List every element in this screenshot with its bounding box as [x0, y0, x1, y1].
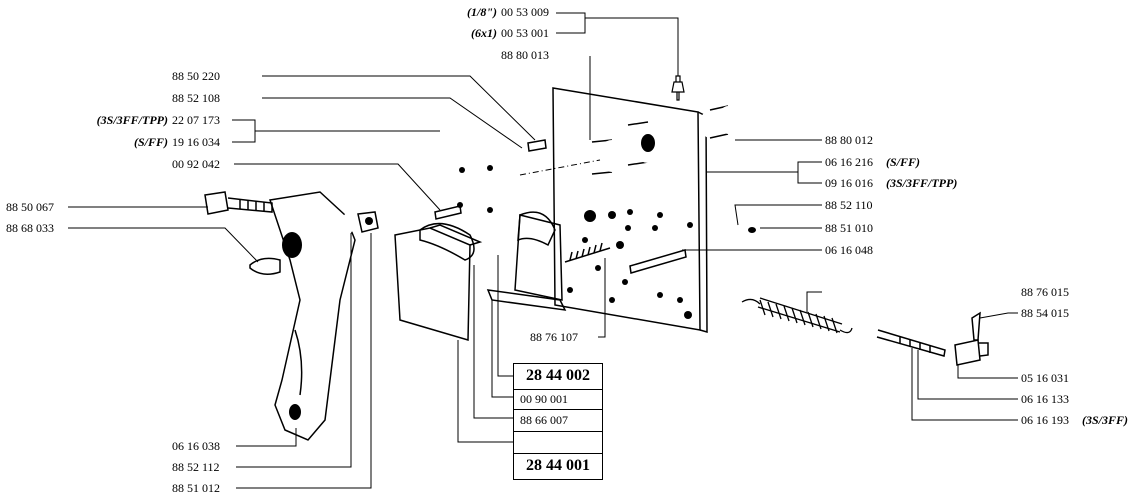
- box-divider: [514, 431, 602, 432]
- return-spring: [741, 297, 853, 334]
- label-qualifier-6x1: (6x1): [471, 26, 497, 40]
- label-06-16-133: 06 16 133: [1021, 392, 1069, 406]
- kit-number-bottom: 28 44 001: [526, 457, 590, 474]
- label-88-80-013: 88 80 013: [501, 48, 549, 62]
- axis-line: [519, 159, 601, 176]
- label-88-50-220: 88 50 220: [172, 69, 220, 83]
- box-divider: [514, 389, 602, 390]
- key: [249, 257, 281, 275]
- label-qualifier-s-ff-right: (S/FF): [886, 155, 921, 169]
- label-88-54-015: 88 54 015: [1021, 306, 1069, 320]
- label-06-16-048: 06 16 048: [825, 243, 873, 257]
- label-00-53-009: 00 53 009: [501, 5, 549, 19]
- label-88-52-108: 88 52 108: [172, 91, 220, 105]
- kit-part-88-66-007: 88 66 007: [520, 413, 568, 427]
- label-qualifier-1-8: (1/8"): [467, 5, 497, 19]
- label-00-92-042: 00 92 042: [172, 157, 220, 171]
- kit-number-top: 28 44 002: [526, 367, 590, 384]
- label-05-16-031: 05 16 031: [1021, 371, 1069, 385]
- label-19-16-034: 19 16 034: [172, 135, 220, 149]
- box-divider: [514, 409, 602, 410]
- label-88-51-012: 88 51 012: [172, 481, 220, 495]
- label-09-16-016: 09 16 016: [825, 176, 873, 190]
- spring-rods: [564, 242, 687, 274]
- label-qualifier-3s-3ff: (3S/3FF): [1082, 413, 1129, 427]
- label-88-76-015: 88 76 015: [1021, 285, 1069, 299]
- brake-shoes: [394, 211, 567, 341]
- label-88-52-110: 88 52 110: [825, 198, 873, 212]
- grease-nipple: [671, 75, 685, 101]
- label-qualifier-3s-3ff-tpp-right: (3S/3FF/TPP): [886, 176, 958, 190]
- label-06-16-193: 06 16 193: [1021, 413, 1069, 427]
- nut-washer: [324, 211, 379, 233]
- label-22-07-173: 22 07 173: [172, 113, 220, 127]
- label-88-80-012: 88 80 012: [825, 133, 873, 147]
- label-qualifier-s-ff: (S/FF): [133, 135, 168, 149]
- label-88-51-010: 88 51 010: [825, 221, 873, 235]
- box-divider: [514, 453, 602, 454]
- kit-box: 28 44 002 00 90 001 88 66 007 28 44 001: [513, 363, 603, 480]
- kit-part-00-90-001: 00 90 001: [520, 392, 568, 406]
- brake-lever: [269, 191, 356, 441]
- pull-rod: [860, 311, 989, 366]
- bolt: [204, 191, 273, 215]
- plate-bushings: [578, 121, 664, 175]
- label-88-68-033: 88 68 033: [6, 221, 54, 235]
- label-06-16-038: 06 16 038: [172, 439, 220, 453]
- pins: [434, 139, 547, 220]
- label-88-52-112: 88 52 112: [172, 460, 220, 474]
- label-00-53-001: 00 53 001: [501, 26, 549, 40]
- rollers: [700, 105, 761, 239]
- label-88-50-067: 88 50 067: [6, 200, 54, 214]
- label-88-76-107: 88 76 107: [530, 330, 578, 344]
- leader-lines: [68, 12, 1018, 489]
- brake-disc: [423, 105, 537, 255]
- label-qualifier-3s-3ff-tpp: (3S/3FF/TPP): [96, 113, 168, 127]
- label-06-16-216: 06 16 216: [825, 155, 873, 169]
